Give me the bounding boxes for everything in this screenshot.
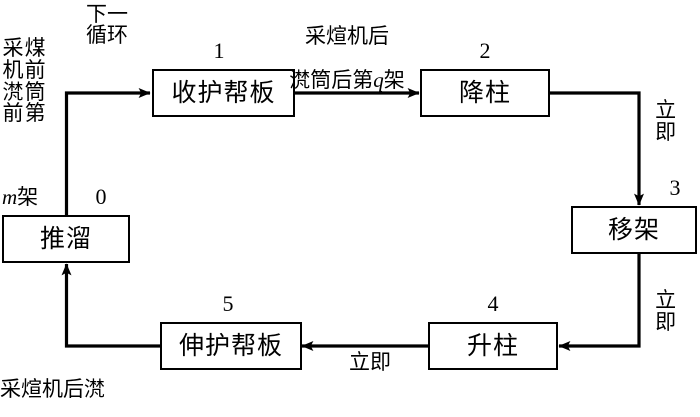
side-label-rear-drum-n: 采煊机后滼 筒后第n架 xyxy=(0,356,150,417)
front-drum-col1: 采机滼前 xyxy=(2,36,24,126)
node-label-3: 移架 xyxy=(607,216,660,244)
after-drum-q-var: q xyxy=(373,67,384,92)
after-drum-q-post: 架 xyxy=(383,67,405,92)
node-box-1[interactable]: 收护帮板 xyxy=(152,69,295,117)
node-number-4: 4 xyxy=(487,291,499,316)
after-drum-q-pre: 滼筒后第 xyxy=(289,67,374,92)
node-box-0[interactable]: 推溜 xyxy=(2,215,130,263)
node-number-0: 0 xyxy=(95,184,107,209)
front-drum-col2: 煤前筒第 xyxy=(24,36,46,126)
edge-0-to-1 xyxy=(64,88,151,215)
node-box-5[interactable]: 伸护帮板 xyxy=(160,322,302,370)
node-label-1: 收护帮板 xyxy=(171,79,276,107)
node-box-2[interactable]: 降柱 xyxy=(420,69,550,117)
front-drum-m-var: m xyxy=(2,184,18,209)
after-drum-q-line2: 滼筒后第q架 xyxy=(262,69,432,91)
node-label-4: 升柱 xyxy=(466,332,519,360)
edge-5-to-0 xyxy=(61,263,160,348)
node-number-3: 3 xyxy=(669,175,681,200)
edge-2-to-3 xyxy=(550,91,644,206)
node-label-5: 伸护帮板 xyxy=(178,332,283,360)
after-drum-q-line1: 采煊机后 xyxy=(305,24,389,49)
edge-label-immediate-right-top: 立 即 xyxy=(655,98,677,145)
node-box-3[interactable]: 移架 xyxy=(571,206,697,254)
rear-drum-line1: 采煊机后滼 xyxy=(0,376,105,401)
edge-label-immediate-bottom: 立即 xyxy=(349,350,391,374)
node-number-5: 5 xyxy=(222,291,234,316)
side-label-front-drum-m-suffix: m架 xyxy=(2,165,56,209)
node-label-2: 降柱 xyxy=(458,79,511,107)
edge-label-next-cycle: 下一 循环 xyxy=(86,2,128,48)
front-drum-m-unit: 架 xyxy=(17,184,39,209)
edge-3-to-4 xyxy=(558,253,641,351)
node-number-2: 2 xyxy=(479,38,491,63)
edge-label-after-rear-drum-q: 采煊机后 滼筒后第q架 xyxy=(262,4,432,112)
node-label-0: 推溜 xyxy=(39,225,92,253)
node-number-1: 1 xyxy=(213,38,225,63)
side-label-front-drum-m: 煤前筒第 采机滼前 xyxy=(2,36,46,126)
edge-label-immediate-right-bottom: 立 即 xyxy=(655,288,677,335)
node-box-4[interactable]: 升柱 xyxy=(428,322,558,370)
